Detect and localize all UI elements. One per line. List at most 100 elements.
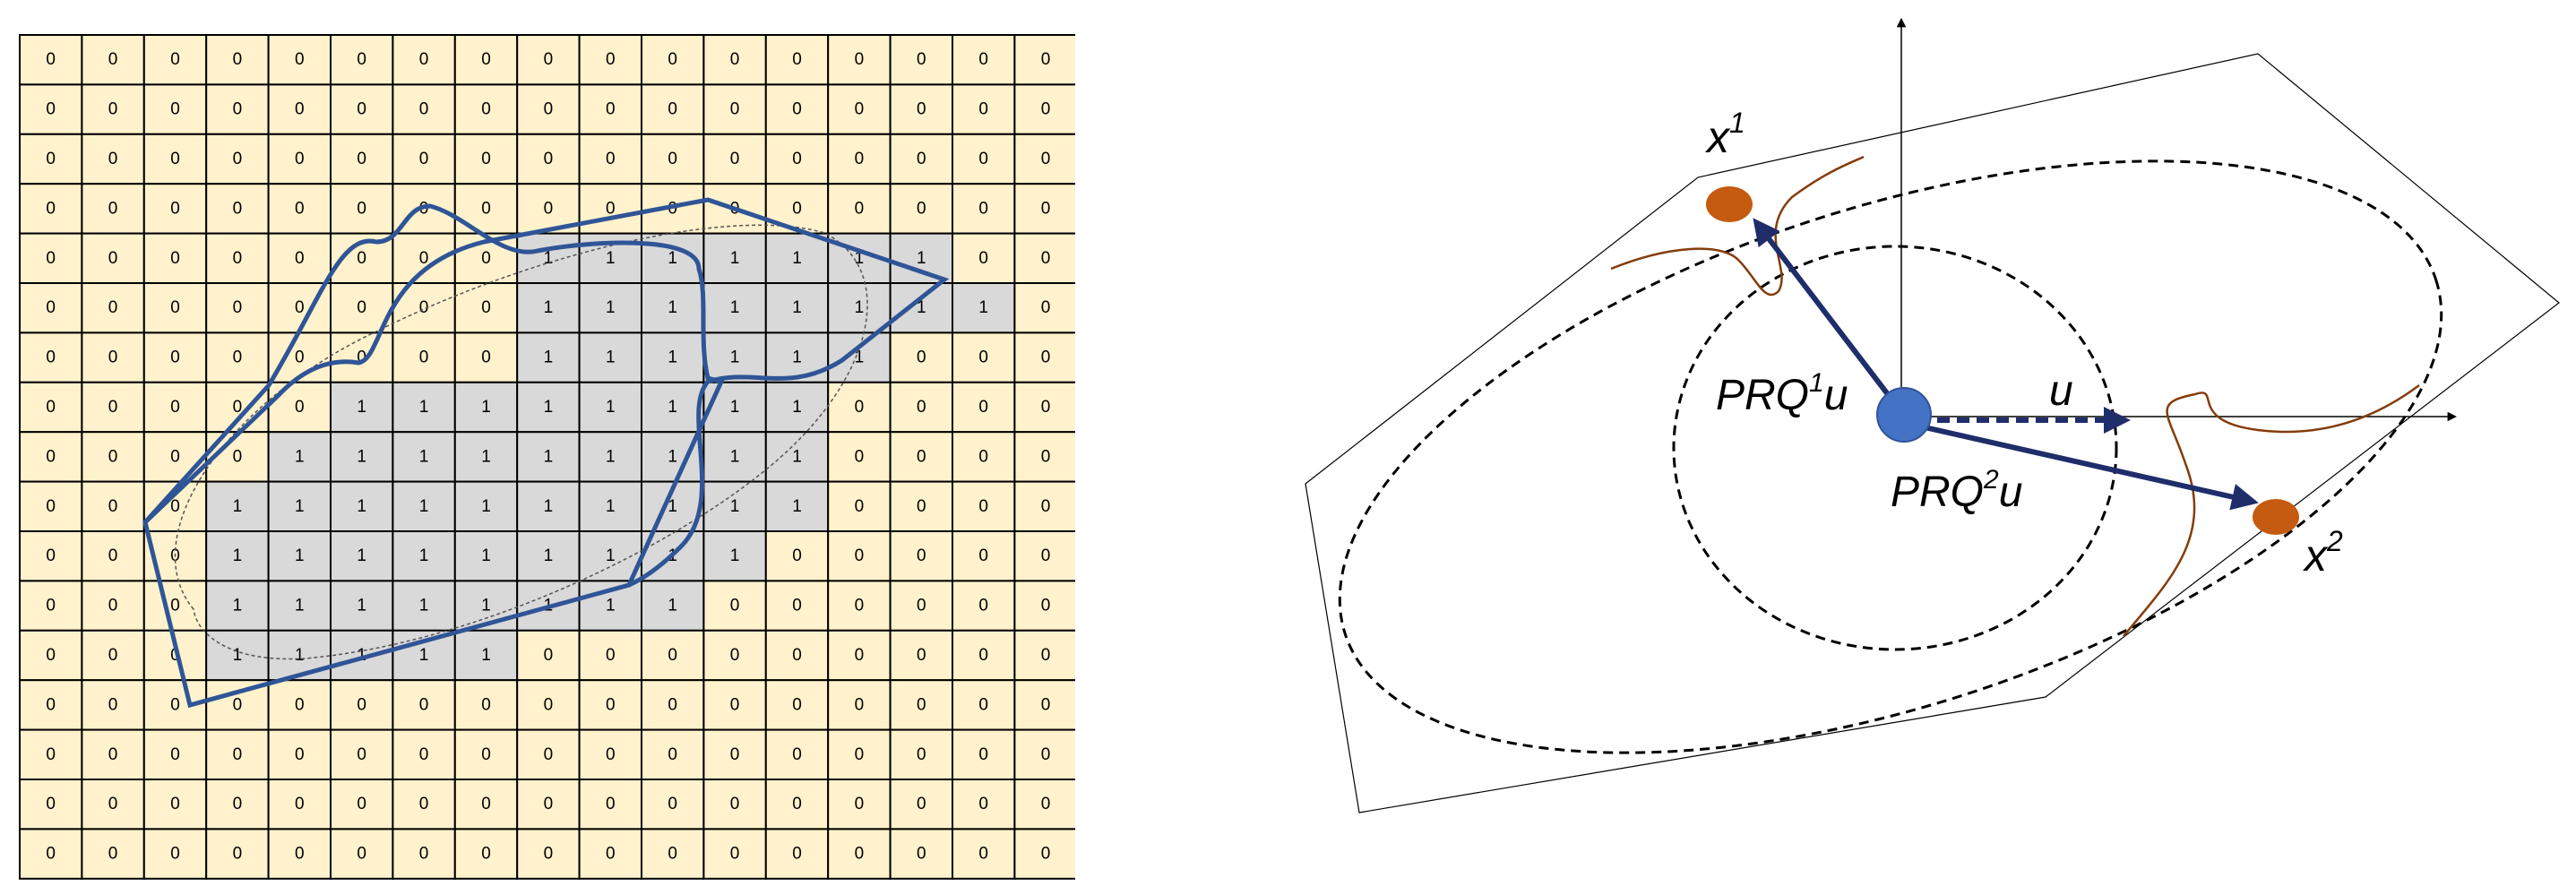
grid-cell — [205, 282, 270, 334]
grid-cell-value: 0 — [233, 745, 243, 764]
grid-cell — [952, 381, 1016, 434]
grid-cell — [1013, 282, 1075, 334]
grid-cell-value: 0 — [46, 50, 56, 69]
grid-cell-value: 1 — [544, 497, 554, 516]
grid-cell-value: 0 — [419, 349, 429, 367]
grid-cell-value: 0 — [481, 845, 491, 864]
grid-cell — [453, 133, 519, 185]
grid-cell — [81, 83, 145, 135]
grid-cell — [205, 331, 270, 383]
grid-cell-value: 0 — [730, 745, 740, 764]
grid-cell-value: 0 — [730, 150, 740, 168]
grid-cell-value: 0 — [855, 597, 865, 615]
grid-cell-value: 0 — [46, 597, 56, 615]
grid-cell-value: 0 — [855, 497, 865, 516]
grid-cell — [578, 480, 642, 532]
grid-cell-value: 0 — [917, 199, 926, 218]
grid-cell-value: 0 — [1041, 150, 1051, 168]
grid-cell — [142, 728, 208, 780]
grid-cell — [81, 779, 145, 830]
grid-cell — [142, 828, 208, 880]
grid-cell — [453, 431, 519, 483]
grid-cell-value: 1 — [544, 447, 554, 466]
grid-cell — [1013, 728, 1075, 780]
grid-cell-value: 0 — [606, 150, 616, 168]
grid-cell — [702, 480, 767, 532]
grid-cell-value: 0 — [108, 646, 118, 665]
grid-cell — [702, 728, 767, 780]
grid-cell — [267, 679, 332, 731]
grid-cell-value: 1 — [855, 349, 865, 367]
grid-cell-value: 0 — [668, 845, 677, 864]
grid-cell — [330, 34, 394, 86]
grid-cell-value: 0 — [419, 150, 429, 168]
grid-cell-value: 0 — [357, 745, 366, 764]
grid-cell — [81, 431, 145, 483]
grid-cell — [1013, 629, 1075, 682]
grid-cell-value: 0 — [917, 447, 926, 466]
grid-cell-value: 0 — [544, 50, 554, 69]
grid-cell-value: 0 — [170, 100, 180, 119]
grid-cell-value: 1 — [357, 646, 366, 665]
grid-cell-value: 0 — [295, 249, 305, 268]
grid-cell-value: 0 — [544, 646, 554, 665]
grid-cell-value: 1 — [357, 546, 366, 565]
grid-cell — [702, 629, 767, 682]
grid-cell-value: 0 — [419, 50, 429, 69]
grid-cell — [81, 232, 145, 285]
grid-cell-value: 1 — [544, 249, 554, 268]
grid-cell-value: 0 — [978, 497, 988, 516]
grid-cell-value: 0 — [233, 298, 243, 317]
grid-cell — [205, 83, 270, 135]
grid-cell-value: 0 — [730, 50, 740, 69]
grid-cell-value: 0 — [855, 199, 865, 218]
grid-cell-value: 0 — [792, 795, 802, 813]
grid-cell — [764, 580, 830, 632]
grid-cell-value: 0 — [544, 199, 554, 218]
grid-cell — [19, 83, 83, 135]
grid-cell — [827, 679, 892, 731]
grid-cell — [142, 580, 208, 632]
grid-cell-value: 0 — [978, 50, 988, 69]
grid-cell-value: 0 — [170, 497, 180, 516]
grid-cell-value: 0 — [978, 349, 988, 367]
grid-cell — [702, 232, 767, 285]
grid-cell-value: 1 — [233, 597, 243, 615]
grid-cell — [578, 779, 642, 830]
grid-cell-value: 0 — [419, 298, 429, 317]
grid-cell — [19, 779, 83, 830]
grid-cell-value: 0 — [730, 646, 740, 665]
grid-cell-value: 0 — [170, 695, 180, 714]
grid-cell-value: 0 — [978, 398, 988, 417]
grid-cell — [952, 282, 1016, 334]
grid-cell-value: 1 — [481, 546, 491, 565]
grid-cell-value: 0 — [46, 695, 56, 714]
grid-cell-value: 0 — [1041, 795, 1051, 813]
grid-cell-value: 0 — [855, 845, 865, 864]
grid-cell — [952, 480, 1016, 532]
grid-cell — [827, 580, 892, 632]
grid-cell-value: 0 — [606, 745, 616, 764]
grid-cell-value: 0 — [917, 646, 926, 665]
grid-cell — [19, 34, 83, 86]
grid-cell — [702, 431, 767, 483]
grid-cell-value: 0 — [46, 150, 56, 168]
grid-cell — [516, 629, 581, 682]
grid-cell-value: 0 — [1041, 646, 1051, 665]
grid-cell — [330, 331, 394, 383]
grid-cell-value: 1 — [668, 398, 677, 417]
grid-cell-value: 0 — [357, 845, 366, 864]
grid-cell-value: 0 — [46, 349, 56, 367]
grid-cell — [702, 779, 767, 830]
grid-cell-value: 0 — [730, 100, 740, 119]
grid-cell — [764, 232, 830, 285]
grid-cell — [392, 480, 456, 532]
grid-cell-value: 0 — [108, 795, 118, 813]
grid-cell-value: 0 — [1041, 100, 1051, 119]
grid-cell-value: 0 — [1041, 546, 1051, 565]
grid-cell-value: 0 — [917, 150, 926, 168]
grid-cell-value: 1 — [419, 497, 429, 516]
grid-cell — [889, 133, 953, 185]
grid-cell-value: 1 — [606, 349, 616, 367]
grid-cell — [702, 331, 767, 383]
